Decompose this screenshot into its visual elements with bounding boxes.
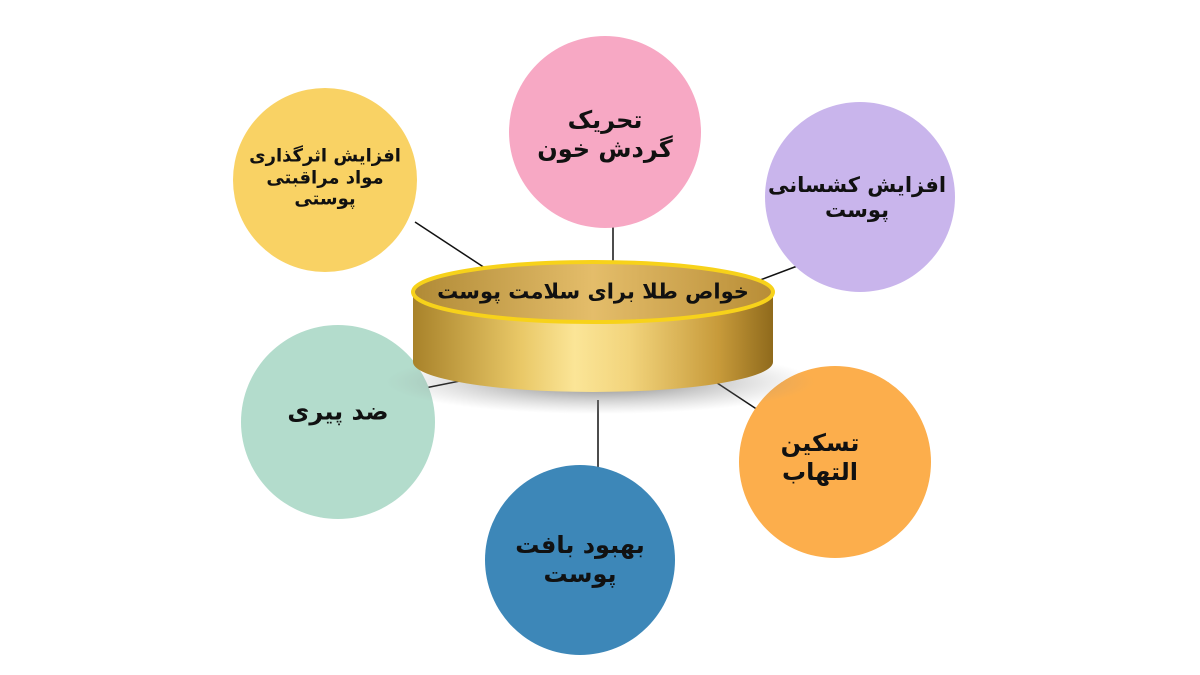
- disc-top: [411, 260, 775, 324]
- node-label-orange: تسکین التهاب: [781, 429, 860, 487]
- node-circle-pink: [509, 36, 701, 228]
- node-label-yellow: افزایش اثرگذاری مواد مراقبتی پوستی: [249, 146, 401, 211]
- label-line: پوست: [825, 198, 889, 222]
- node-label-pink: تحریک گردش خون: [537, 106, 673, 164]
- label-line: مواد مراقبتی: [266, 167, 384, 189]
- node-circle-orange: [739, 366, 931, 558]
- label-line: پوستی: [294, 188, 356, 210]
- node-circle-blue: [485, 465, 675, 655]
- label-line: بهبود بافت: [515, 531, 645, 560]
- label-line: التهاب: [781, 458, 859, 486]
- connector-purple: [754, 264, 801, 283]
- node-label-green: ضد پیری: [287, 398, 388, 427]
- node-circle-green: [241, 325, 435, 519]
- node-label-blue: بهبود بافت پوست: [515, 531, 645, 589]
- label-line: تسکین: [780, 429, 860, 458]
- label-line: پوست: [543, 560, 617, 588]
- label-line: گردش خون: [537, 135, 673, 163]
- node-circle-yellow: [233, 88, 417, 272]
- label-line: تحریک: [567, 106, 643, 135]
- label-line: افزایش کشسانی: [767, 172, 947, 197]
- node-circle-purple: [765, 102, 955, 292]
- label-line: افزایش اثرگذاری: [249, 145, 401, 167]
- node-label-purple: افزایش کشسانی پوست: [768, 173, 946, 223]
- label-line: ضد پیری: [287, 397, 389, 426]
- center-title: خواص طلا برای سلامت پوست: [437, 279, 749, 304]
- connector-yellow: [414, 221, 486, 269]
